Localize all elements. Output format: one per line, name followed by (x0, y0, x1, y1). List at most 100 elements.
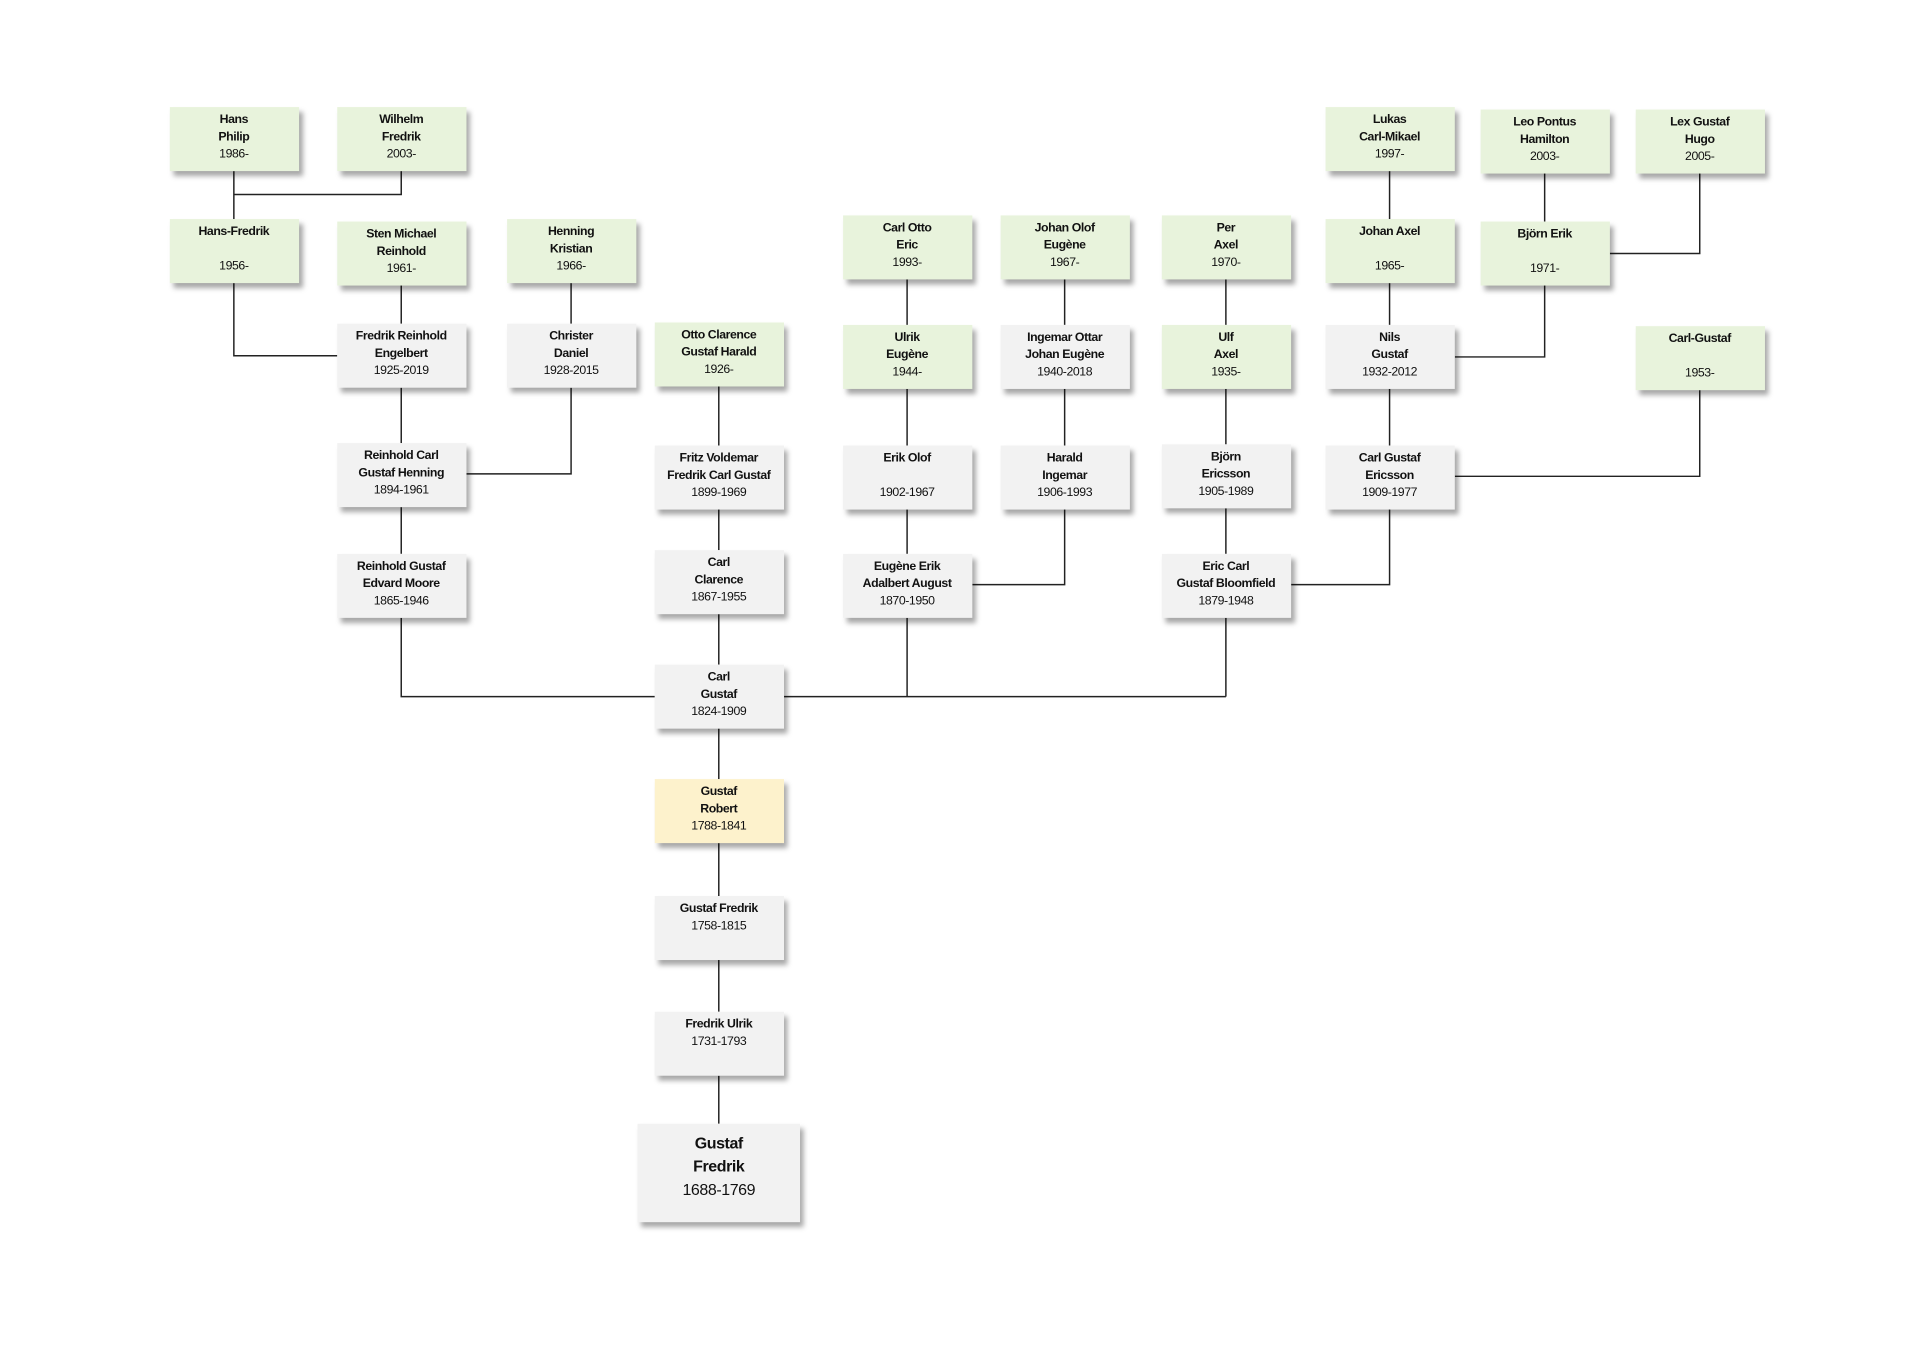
person-years: 1966- (556, 259, 586, 274)
person-name-line: Eugène (886, 348, 929, 362)
person-name-line: Reinhold (376, 244, 427, 259)
connector (1609, 173, 1701, 255)
person-name-line: Fredrik (381, 130, 421, 145)
person-years: 1965- (1374, 259, 1405, 274)
person-name-line: Carl Gustaf (1358, 451, 1421, 466)
person-name-line: Fredrik Ulrik (685, 1017, 753, 1032)
person-years: 1865-1946 (373, 594, 429, 609)
person-years: 1925-2019 (373, 364, 429, 378)
person-name-line (169, 241, 298, 258)
person-years: 1824-1909 (691, 705, 747, 719)
person-years: 1971- (1529, 262, 1560, 276)
person-name-line (842, 468, 971, 485)
person-name-line: Reinhold Carl (364, 449, 439, 463)
person-years: 1956- (219, 259, 249, 274)
person-name-line: Fredrik (693, 1156, 745, 1176)
person-name-line: Carl-Gustaf (1668, 332, 1732, 346)
person-years: 2003- (386, 147, 417, 162)
person-name-line: Erik Olof (883, 451, 931, 466)
person-name-line: Philip (218, 130, 250, 145)
person-name-line (1635, 348, 1764, 365)
person-name-line: Adalbert August (862, 577, 952, 591)
person-box-carl-gustaf-1953[interactable]: Carl-Gustaf 1953- (1635, 326, 1765, 391)
connector (400, 283, 572, 324)
connector (1454, 173, 1546, 358)
person-name-line: Gustaf Harald (681, 345, 757, 360)
connector (400, 507, 655, 698)
person-name-line: Axel (1213, 238, 1239, 253)
person-name-line: Björn (1210, 450, 1241, 465)
person-name-line: Leo Pontus (1513, 115, 1577, 130)
person-name-line: Carl (707, 670, 731, 685)
person-name-line: Gustaf Fredrik (679, 902, 759, 916)
person-name-line: Edvard Moore (362, 577, 440, 591)
person-name-line: Gustaf (1371, 348, 1408, 362)
person-years: 1879-1948 (1198, 594, 1254, 609)
person-name-line: Gustaf Henning (358, 466, 445, 481)
connector (233, 171, 402, 220)
person-name-line: Otto Clarence (681, 328, 757, 343)
person-name-line: Hamilton (1520, 132, 1570, 147)
person-years: 1967- (1049, 256, 1080, 270)
person-name-line: Per (1216, 221, 1236, 236)
person-years: 1905-1989 (1198, 484, 1254, 499)
person-years: 1993- (892, 256, 922, 270)
person-name-line: Robert (700, 802, 738, 817)
person-years: 1899-1969 (691, 486, 747, 500)
person-name-line: Gustaf (694, 1133, 744, 1153)
person-years: 2003- (1529, 150, 1560, 164)
person-years: 1953- (1685, 366, 1715, 381)
person-name-line: Fredrik Carl Gustaf (667, 468, 771, 483)
person-years: 1997- (1374, 147, 1405, 162)
connector (1454, 390, 1701, 478)
person-name-line: Gustaf Bloomfield (1176, 577, 1276, 591)
person-name-line: Clarence (694, 573, 744, 588)
person-name-line: Kristian (549, 242, 593, 257)
person-years: 1986- (219, 147, 249, 162)
connector (233, 283, 338, 357)
person-name-line: Gustaf (700, 688, 738, 702)
person-name-line: Axel (1213, 348, 1239, 362)
person-name-line: Ericsson (1201, 467, 1251, 482)
person-name-line: Henning (547, 225, 595, 239)
person-years: 1688-1769 (682, 1180, 756, 1199)
person-name-line: Harald (1046, 451, 1083, 466)
person-name-line: Ingemar Ottar (1027, 331, 1103, 345)
